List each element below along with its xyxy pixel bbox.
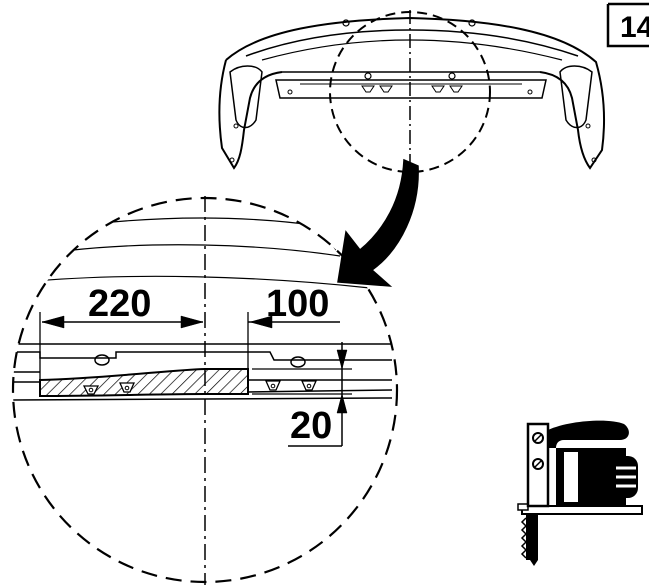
detail-marker-circle [329, 10, 491, 178]
dimension-20: 20 [252, 342, 352, 447]
cut-area [39, 368, 249, 398]
dimension-100: 100 [247, 283, 340, 368]
rear-bumper-icon [218, 16, 605, 170]
step-number-box: 14 [606, 2, 649, 48]
dimension-label-100: 100 [266, 283, 329, 325]
step-number: 14 [620, 11, 649, 44]
magnified-detail: 220 100 20 [11, 196, 399, 585]
dimension-label-220: 220 [88, 283, 151, 325]
jigsaw-icon [517, 420, 643, 566]
magnifier-circle [11, 196, 399, 584]
dimension-220: 220 [39, 283, 204, 380]
curved-arrow-icon [337, 158, 419, 287]
dimension-label-20: 20 [290, 405, 332, 447]
